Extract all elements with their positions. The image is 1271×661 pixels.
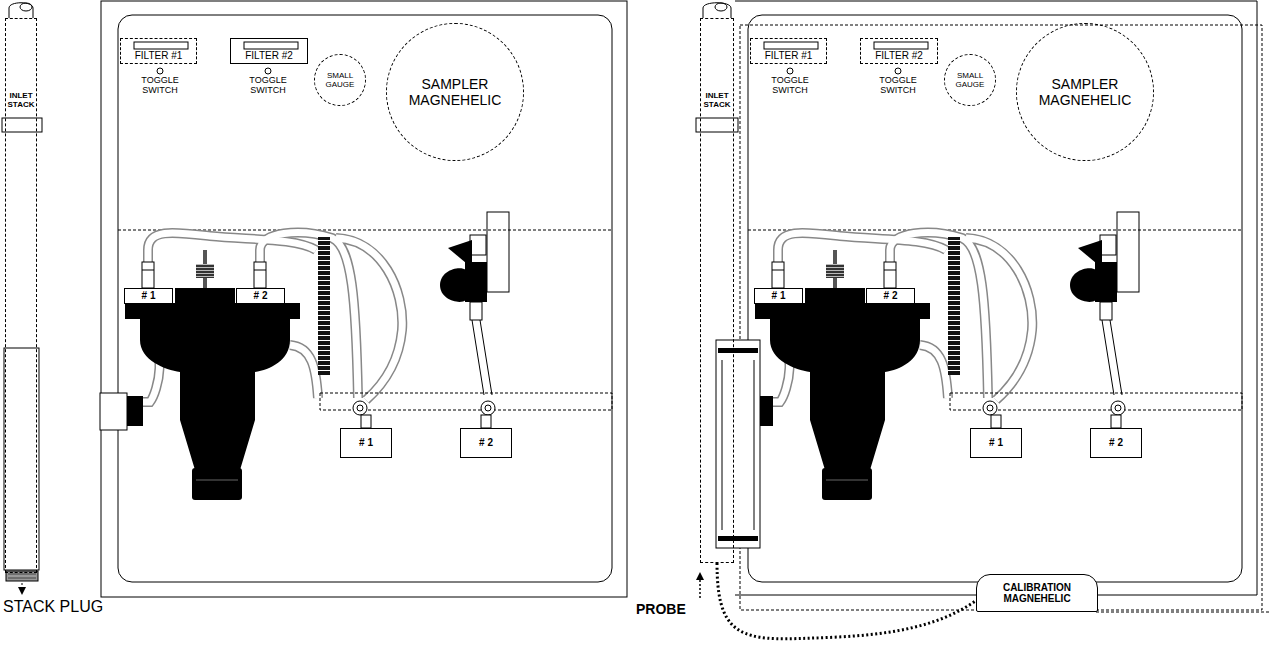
gauge-dial: SMALL GAUGE bbox=[314, 54, 366, 106]
filter-holder: FILTER #1 bbox=[750, 38, 827, 64]
filter-holder: FILTER #2 bbox=[230, 38, 308, 64]
node-label: SAMPLER MAGNEHELIC bbox=[1017, 76, 1153, 108]
node-label: CALIBRATION MAGNEHELIC bbox=[977, 582, 1097, 605]
node-label: # 2 bbox=[254, 290, 268, 302]
node-label: SMALL GAUGE bbox=[315, 71, 365, 89]
port-box: # 1 bbox=[970, 428, 1022, 458]
inlet-stack: INLET STACK bbox=[5, 18, 37, 573]
pump-head: # 1 bbox=[124, 288, 173, 304]
node-label: # 2 bbox=[1109, 437, 1123, 449]
node-label: FILTER #1 bbox=[765, 50, 813, 62]
node-label: # 1 bbox=[359, 437, 373, 449]
pump-head: # 1 bbox=[754, 288, 803, 304]
filter-holder: FILTER #1 bbox=[120, 38, 197, 64]
part-label: PROBE bbox=[636, 602, 698, 617]
calibration-gauge: CALIBRATION MAGNEHELIC bbox=[976, 574, 1098, 612]
node-label: FILTER #2 bbox=[245, 50, 293, 62]
port-box: # 2 bbox=[1090, 428, 1142, 458]
node-label: # 1 bbox=[989, 437, 1003, 449]
pump-head: # 2 bbox=[866, 288, 915, 304]
port-box: # 1 bbox=[340, 428, 392, 458]
node-label: SAMPLER MAGNEHELIC bbox=[387, 76, 523, 108]
node-label: # 2 bbox=[479, 437, 493, 449]
inlet-stack: INLET STACK bbox=[700, 18, 734, 563]
pump-head: # 2 bbox=[236, 288, 285, 304]
node-label: # 1 bbox=[142, 290, 156, 302]
node-label: SMALL GAUGE bbox=[945, 71, 995, 89]
node-label: FILTER #1 bbox=[135, 50, 183, 62]
gauge-dial: SAMPLER MAGNEHELIC bbox=[386, 23, 524, 161]
part-label: STACK PLUG bbox=[3, 598, 133, 616]
stack-label: INLET STACK bbox=[701, 91, 733, 109]
probe-hose bbox=[717, 563, 976, 639]
node-label: # 1 bbox=[772, 290, 786, 302]
switch-label: TOGGLE SWITCH bbox=[874, 76, 922, 96]
switch-label: TOGGLE SWITCH bbox=[136, 76, 184, 96]
port-box: # 2 bbox=[460, 428, 512, 458]
node-label: FILTER #2 bbox=[875, 50, 923, 62]
node-label: # 2 bbox=[884, 290, 898, 302]
gauge-dial: SMALL GAUGE bbox=[944, 54, 996, 106]
gauge-dial: SAMPLER MAGNEHELIC bbox=[1016, 23, 1154, 161]
stack-label: INLET STACK bbox=[6, 91, 36, 109]
switch-label: TOGGLE SWITCH bbox=[244, 76, 292, 96]
filter-holder: FILTER #2 bbox=[860, 38, 938, 64]
switch-label: TOGGLE SWITCH bbox=[766, 76, 814, 96]
